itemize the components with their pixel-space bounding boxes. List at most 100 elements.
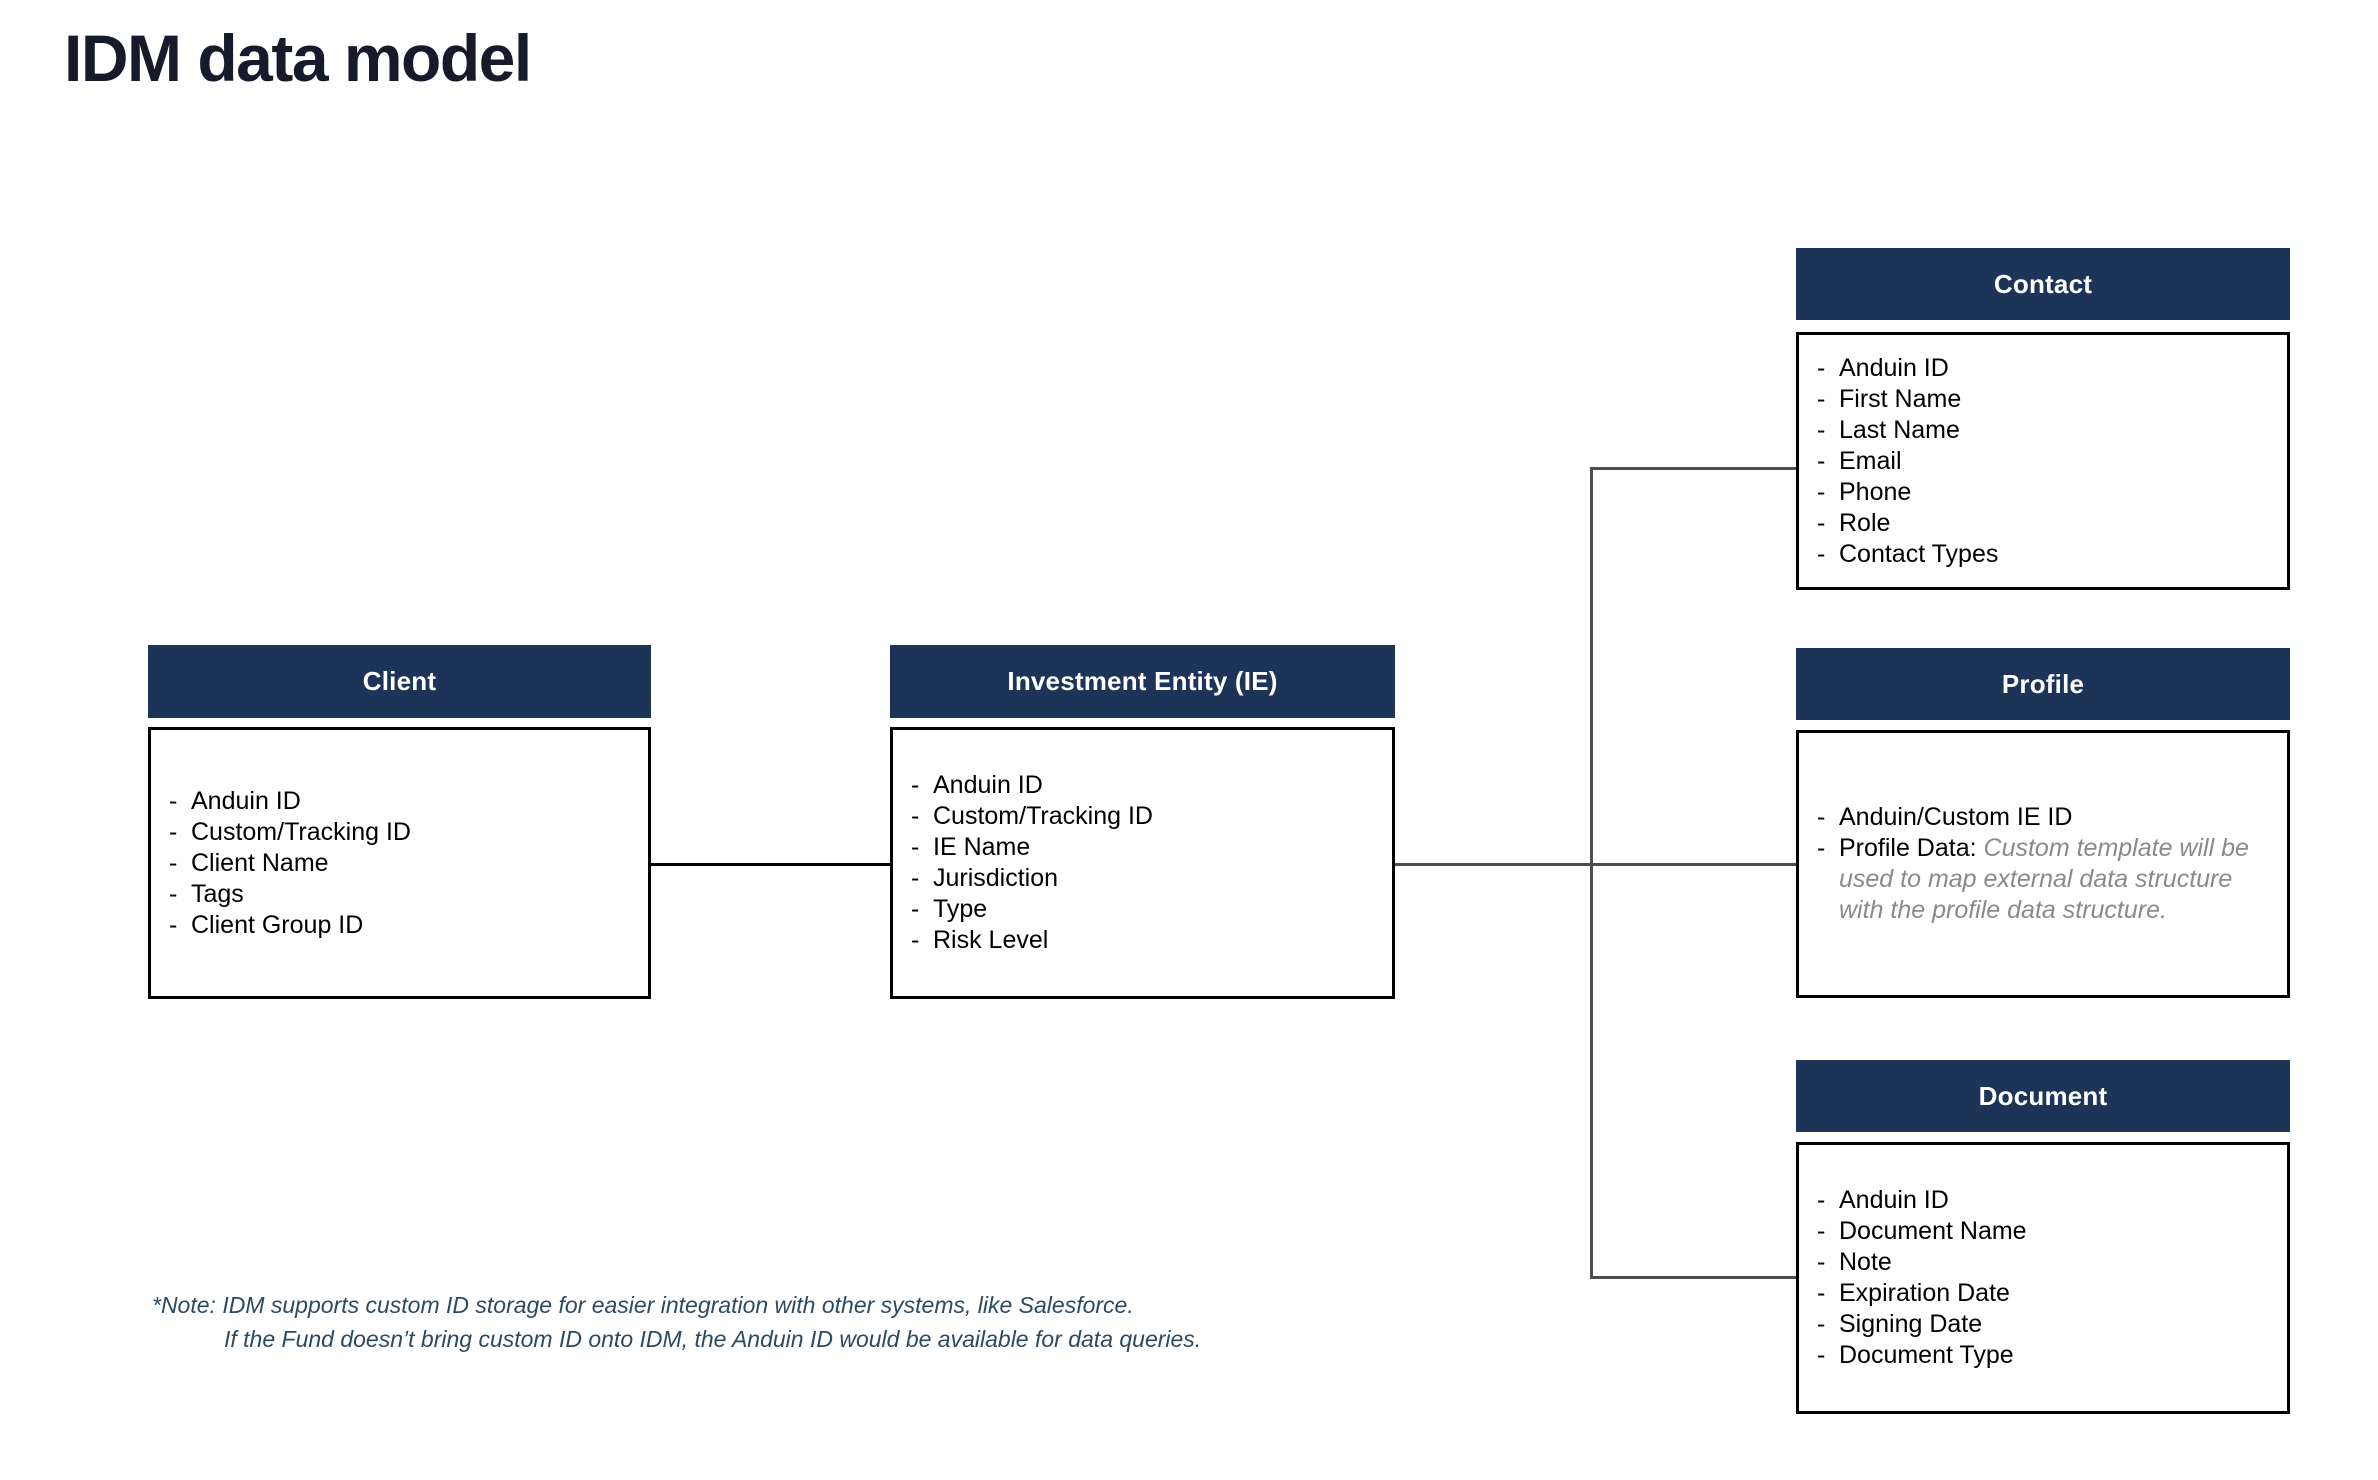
field-row: - Anduin ID <box>1799 1185 2287 1216</box>
field-label: Risk Level <box>933 926 1049 954</box>
entity-investment-entity[interactable]: Investment Entity (IE) - Anduin ID - Cus… <box>890 645 1395 999</box>
bullet-dash: - <box>169 848 178 877</box>
entity-contact-field-list: - Anduin ID - First Name - Last Name - E… <box>1799 353 2287 570</box>
field-row: - Jurisdiction <box>893 863 1392 894</box>
field-label: IE Name <box>933 833 1031 861</box>
bullet-dash: - <box>911 926 920 954</box>
bullet-dash: - <box>1817 834 1826 862</box>
field-label: Custom/Tracking ID <box>191 817 411 846</box>
field-label-wrapper: Profile Data: Custom template will be us… <box>1839 833 2287 926</box>
field-row: - Document Name <box>1799 1216 2287 1247</box>
field-label: Last Name <box>1839 415 1960 444</box>
field-label: Anduin ID <box>1839 353 1949 382</box>
field-label: Jurisdiction <box>933 864 1059 892</box>
connector-trunk-to-document <box>1590 1276 1798 1279</box>
entity-profile-body: - Anduin/Custom IE ID - Profile Data: Cu… <box>1796 730 2290 998</box>
field-label: Client Group ID <box>191 910 364 939</box>
field-label: Email <box>1839 446 1902 475</box>
field-label: Contact Types <box>1839 539 1999 568</box>
bullet-dash: - <box>911 802 920 830</box>
field-row: - Email <box>1799 446 2287 477</box>
bullet-dash: - <box>911 833 920 861</box>
bullet-dash: - <box>1817 1341 1826 1369</box>
entity-document[interactable]: Document - Anduin ID - Document Name - N… <box>1796 1060 2290 1414</box>
field-row: - Client Name <box>151 848 648 879</box>
entity-document-title: Document <box>1978 1080 2108 1111</box>
field-row: - Anduin/Custom IE ID <box>1799 802 2287 833</box>
entity-investment-entity-header: Investment Entity (IE) <box>890 645 1395 718</box>
entity-client-body: - Anduin ID - Custom/Tracking ID - Clien… <box>148 727 651 999</box>
entity-contact-title: Contact <box>1993 268 2093 299</box>
field-row: - Risk Level <box>893 925 1392 956</box>
field-row-profile-data: - Profile Data: Custom template will be … <box>1799 833 2287 926</box>
field-label: Document Name <box>1839 1217 2027 1245</box>
field-label: Tags <box>191 879 244 908</box>
bullet-dash: - <box>1817 446 1826 475</box>
field-row: - Expiration Date <box>1799 1278 2287 1309</box>
field-row: - Tags <box>151 879 648 910</box>
entity-contact[interactable]: Contact - Anduin ID - First Name - Last … <box>1796 248 2290 590</box>
bullet-dash: - <box>169 910 178 939</box>
profile-data-note: Custom template will be used to map exte… <box>1839 834 2249 924</box>
field-row: - Anduin ID <box>151 786 648 817</box>
field-label: Custom/Tracking ID <box>933 802 1153 830</box>
bullet-dash: - <box>1817 1279 1826 1307</box>
bullet-dash: - <box>1817 415 1826 444</box>
bullet-dash: - <box>1817 508 1826 537</box>
entity-profile-title: Profile <box>2001 668 2085 699</box>
page-title: IDM data model <box>64 21 532 95</box>
field-row: - Custom/Tracking ID <box>893 801 1392 832</box>
field-label: First Name <box>1839 384 1962 413</box>
field-row: - First Name <box>1799 384 2287 415</box>
field-label: Note <box>1839 1248 1892 1276</box>
entity-investment-entity-body: - Anduin ID - Custom/Tracking ID - IE Na… <box>890 727 1395 999</box>
entity-document-body: - Anduin ID - Document Name - Note - Exp… <box>1796 1142 2290 1414</box>
entity-profile[interactable]: Profile - Anduin/Custom IE ID - Profile … <box>1796 648 2290 998</box>
entity-document-header: Document <box>1796 1060 2290 1132</box>
profile-data-label: Profile Data: <box>1839 834 1977 862</box>
bullet-dash: - <box>1817 477 1826 506</box>
field-row: - Last Name <box>1799 415 2287 446</box>
bullet-dash: - <box>911 771 920 799</box>
entity-investment-entity-field-list: - Anduin ID - Custom/Tracking ID - IE Na… <box>893 770 1392 956</box>
field-label: Signing Date <box>1839 1310 1983 1338</box>
bullet-dash: - <box>169 786 178 815</box>
field-row: - Contact Types <box>1799 539 2287 570</box>
field-row: - Phone <box>1799 477 2287 508</box>
entity-client-field-list: - Anduin ID - Custom/Tracking ID - Clien… <box>151 786 648 941</box>
connector-trunk-to-contact <box>1590 467 1798 470</box>
entity-contact-header: Contact <box>1796 248 2290 320</box>
bullet-dash: - <box>1817 1217 1826 1245</box>
field-label: Anduin ID <box>1839 1186 1949 1214</box>
field-label: Anduin ID <box>933 771 1043 799</box>
footnote: *Note: IDM supports custom ID storage fo… <box>152 1288 1402 1356</box>
entity-client[interactable]: Client - Anduin ID - Custom/Tracking ID … <box>148 645 651 999</box>
field-label: Phone <box>1839 477 1912 506</box>
entity-investment-entity-title: Investment Entity (IE) <box>1007 666 1278 696</box>
field-row: - Anduin ID <box>1799 353 2287 384</box>
connector-trunk-vertical <box>1590 467 1593 1279</box>
field-label: Anduin/Custom IE ID <box>1839 803 2073 831</box>
footnote-line-1: *Note: IDM supports custom ID storage fo… <box>152 1292 1134 1318</box>
bullet-dash: - <box>1817 539 1826 568</box>
entity-client-title: Client <box>362 666 437 696</box>
field-row: - Role <box>1799 508 2287 539</box>
bullet-dash: - <box>1817 1310 1826 1338</box>
connector-ie-to-trunk <box>1395 863 1593 866</box>
field-label: Client Name <box>191 848 329 877</box>
bullet-dash: - <box>1817 1186 1826 1214</box>
field-row: - Client Group ID <box>151 910 648 941</box>
field-label: Role <box>1839 508 1891 537</box>
field-row: - Note <box>1799 1247 2287 1278</box>
field-row: - Signing Date <box>1799 1309 2287 1340</box>
field-row: - Document Type <box>1799 1340 2287 1371</box>
bullet-dash: - <box>169 879 178 908</box>
connector-trunk-to-profile <box>1590 863 1798 866</box>
entity-client-header: Client <box>148 645 651 718</box>
field-row: - Type <box>893 894 1392 925</box>
entity-document-field-list: - Anduin ID - Document Name - Note - Exp… <box>1799 1185 2287 1371</box>
connector-client-to-ie <box>650 863 890 866</box>
bullet-dash: - <box>169 817 178 846</box>
bullet-dash: - <box>1817 353 1826 382</box>
